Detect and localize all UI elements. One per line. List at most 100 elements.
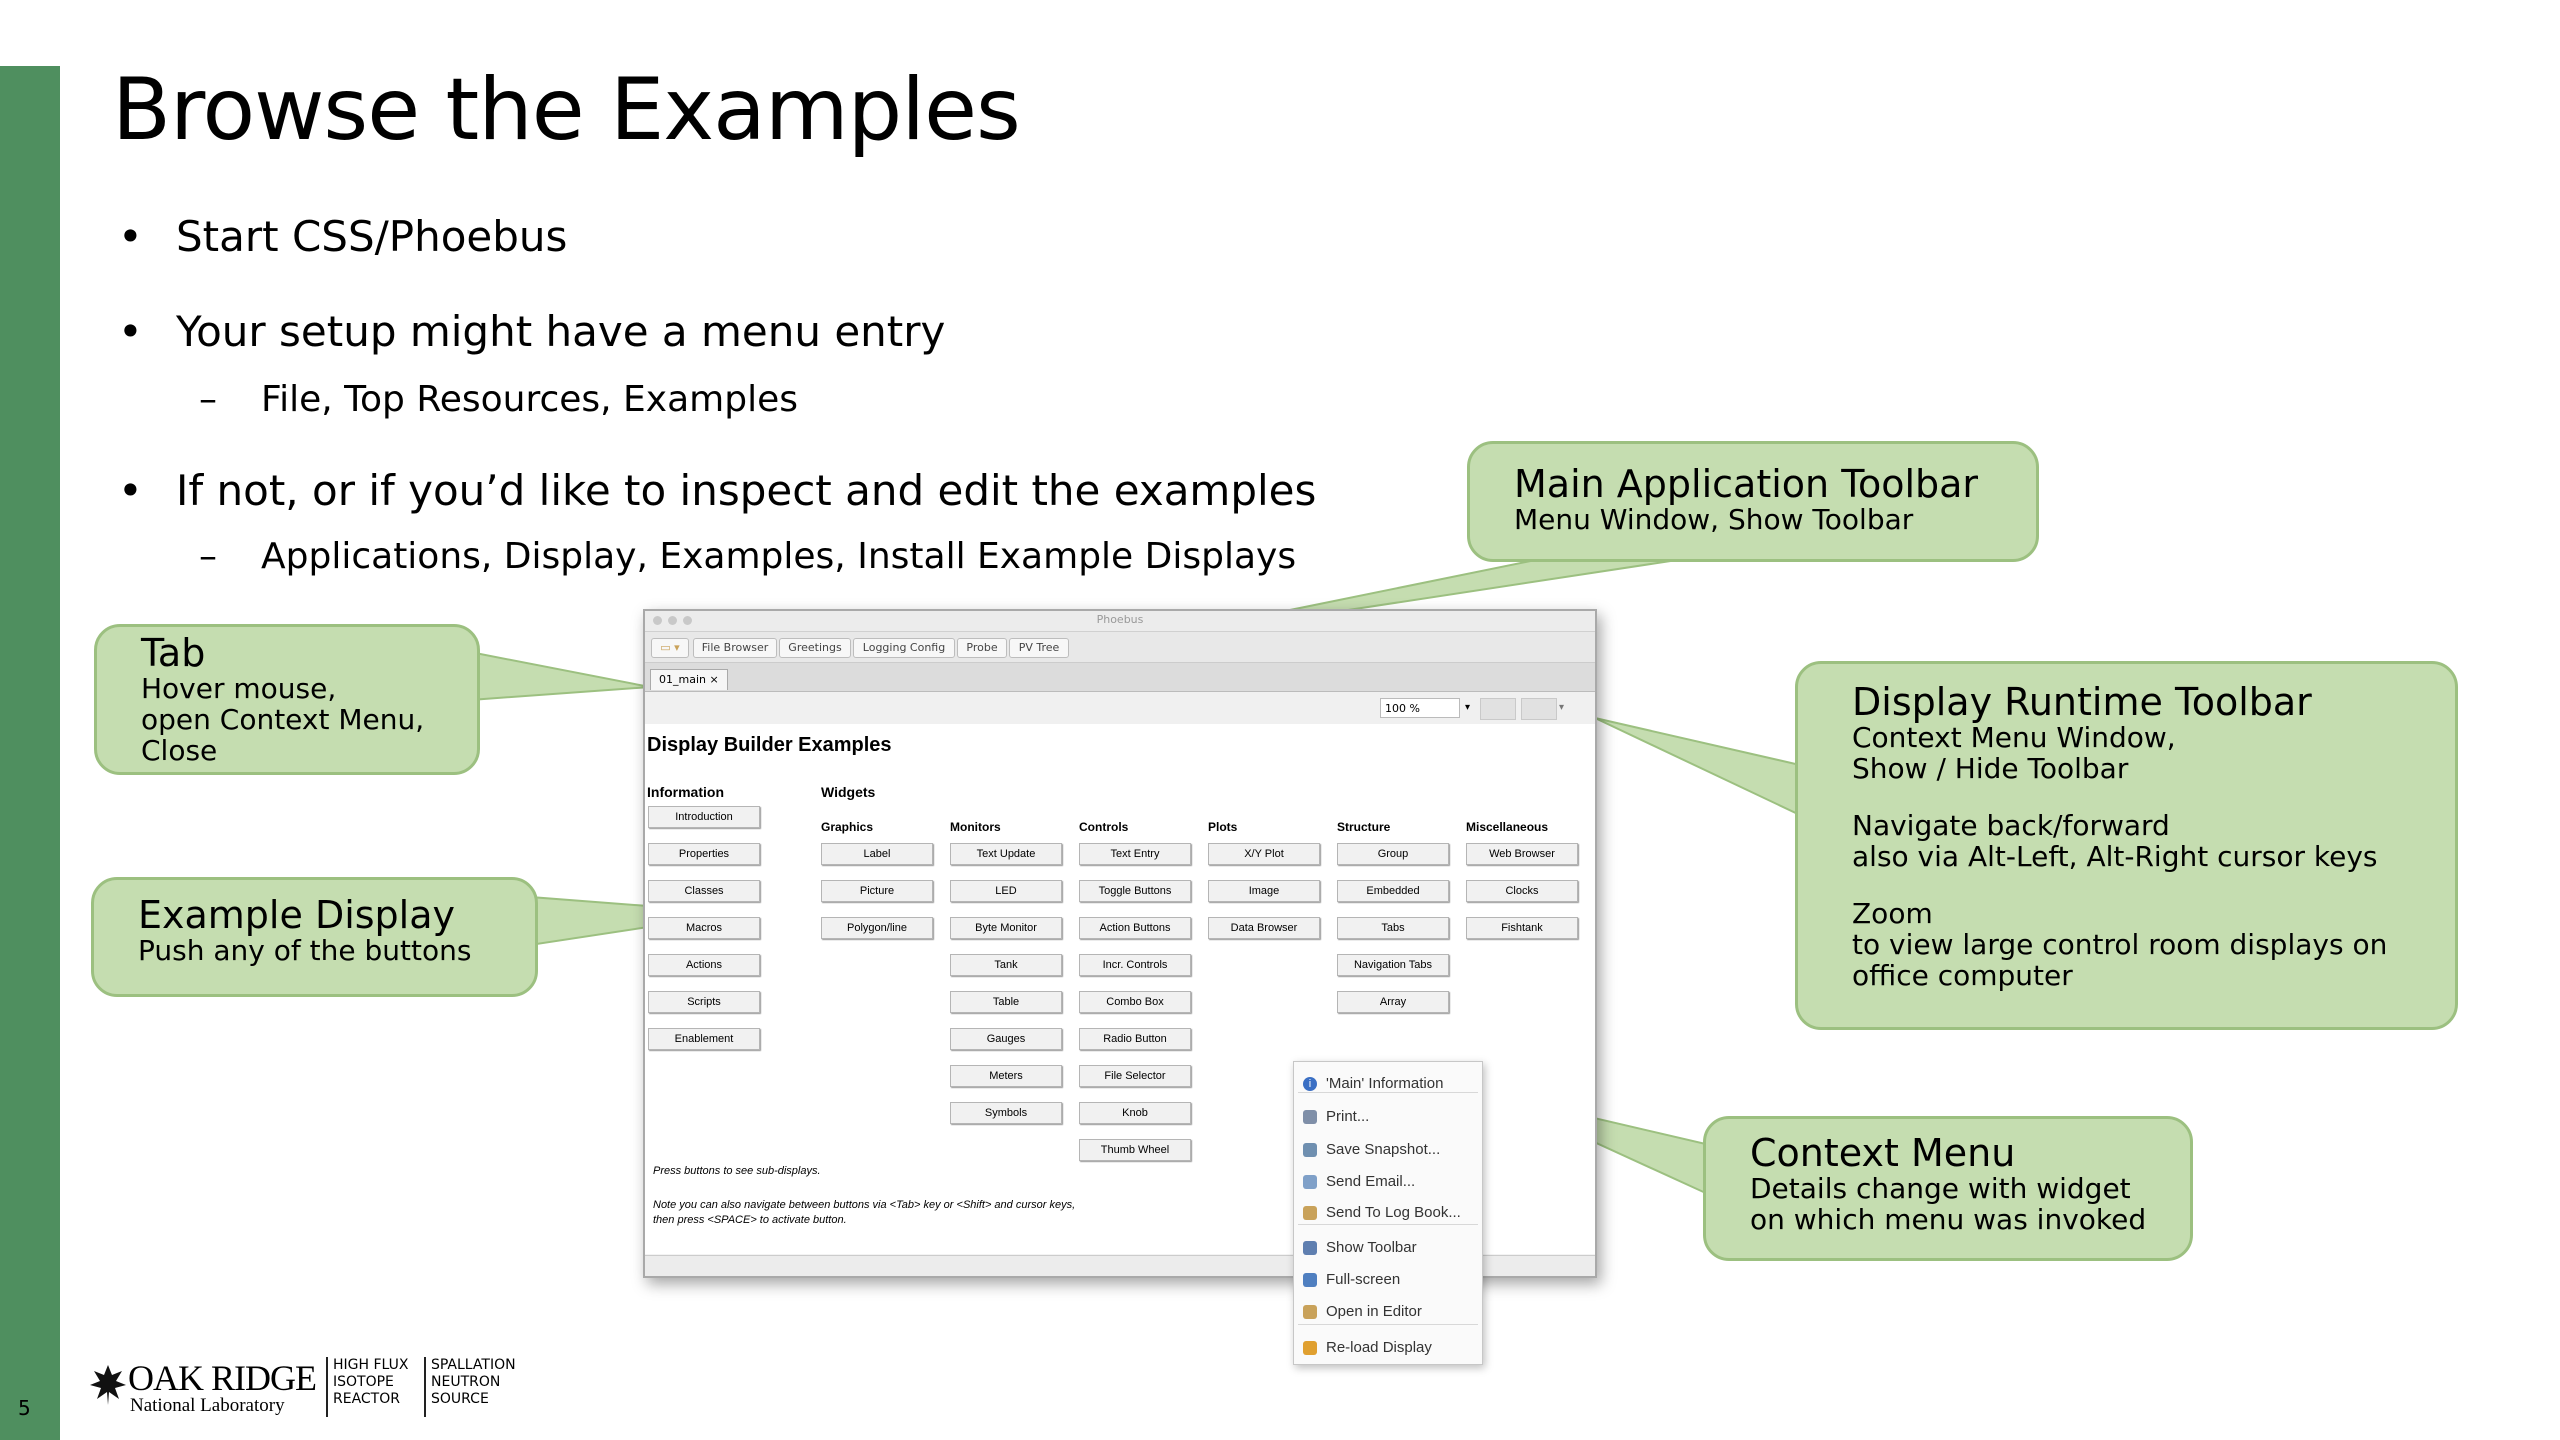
- menu-item-re-load-display[interactable]: Re-load Display: [1294, 1334, 1482, 1362]
- example-button-text-update[interactable]: Text Update: [950, 843, 1062, 865]
- callout-text: Show / Hide Toolbar: [1852, 752, 2129, 785]
- menu-item-label: Re-load Display: [1326, 1339, 1432, 1356]
- example-button-symbols[interactable]: Symbols: [950, 1102, 1062, 1124]
- menu-item-send-to-log-book[interactable]: Send To Log Book...: [1294, 1199, 1482, 1227]
- navigate-back-button[interactable]: [1480, 698, 1516, 720]
- example-button-actions[interactable]: Actions: [648, 954, 760, 976]
- callout-text: on which menu was invoked: [1750, 1203, 2147, 1236]
- example-button-scripts[interactable]: Scripts: [648, 991, 760, 1013]
- column-header-miscellaneous: Miscellaneous: [1466, 820, 1549, 834]
- logo-national-laboratory: National Laboratory: [130, 1395, 285, 1416]
- example-button-macros[interactable]: Macros: [648, 917, 760, 939]
- menu-separator: [1298, 1092, 1478, 1093]
- sub-bullet-text: File, Top Resources, Examples: [261, 379, 798, 420]
- logo-hfir: HIGH FLUX ISOTOPE REACTOR: [333, 1357, 409, 1407]
- minimize-window-icon[interactable]: [668, 616, 677, 625]
- example-button-image[interactable]: Image: [1208, 880, 1320, 902]
- example-button-enablement[interactable]: Enablement: [648, 1028, 760, 1050]
- callout-text: Zoom: [1852, 897, 1933, 930]
- example-button-led[interactable]: LED: [950, 880, 1062, 902]
- note-navigate: Note you can also navigate between butto…: [653, 1199, 1076, 1211]
- menu-item-label: Print...: [1326, 1108, 1370, 1125]
- menu-item-full-screen[interactable]: Full-screen: [1294, 1266, 1482, 1294]
- column-header-graphics: Graphics: [821, 820, 874, 834]
- history-dropdown-icon[interactable]: ▾: [1559, 702, 1565, 713]
- runtime-toolbar-pointer: [1594, 717, 1801, 817]
- example-button-meters[interactable]: Meters: [950, 1065, 1062, 1087]
- example-button-text-entry[interactable]: Text Entry: [1079, 843, 1191, 865]
- example-button-incr-controls[interactable]: Incr. Controls: [1079, 954, 1191, 976]
- maximize-window-icon[interactable]: [683, 616, 692, 625]
- tab-pointer: [469, 650, 651, 702]
- logbook-icon: [1303, 1206, 1317, 1220]
- example-button-tabs[interactable]: Tabs: [1337, 917, 1449, 939]
- example-button-combo-box[interactable]: Combo Box: [1079, 991, 1191, 1013]
- sub-dash: –: [199, 536, 217, 577]
- menu-item-send-email[interactable]: Send Email...: [1294, 1168, 1482, 1196]
- example-button-data-browser[interactable]: Data Browser: [1208, 917, 1320, 939]
- callout-title: Main Application Toolbar: [1514, 462, 1979, 506]
- window-title: Phoebus: [1096, 613, 1144, 626]
- menu-item-label: Send Email...: [1326, 1173, 1416, 1190]
- callout-runtime-toolbar: Display Runtime Toolbar Context Menu Win…: [1795, 661, 2458, 1030]
- example-button-action-buttons[interactable]: Action Buttons: [1079, 917, 1191, 939]
- toolbar-probe[interactable]: Probe: [957, 638, 1007, 658]
- sub-dash: –: [199, 379, 217, 420]
- toolbar-logging-config[interactable]: Logging Config: [853, 638, 955, 658]
- menu-item-label: Save Snapshot...: [1326, 1141, 1441, 1158]
- example-button-web-browser[interactable]: Web Browser: [1466, 843, 1578, 865]
- example-button-toggle-buttons[interactable]: Toggle Buttons: [1079, 880, 1191, 902]
- bullet-text: Start CSS/Phoebus: [176, 212, 568, 261]
- ornl-logo: OAK RIDGE National Laboratory HIGH FLUX …: [88, 1355, 548, 1425]
- example-button-gauges[interactable]: Gauges: [950, 1028, 1062, 1050]
- example-button-fishtank[interactable]: Fishtank: [1466, 917, 1578, 939]
- example-button-array[interactable]: Array: [1337, 991, 1449, 1013]
- menu-item-main-information[interactable]: i'Main' Information: [1294, 1070, 1482, 1098]
- example-button-group[interactable]: Group: [1337, 843, 1449, 865]
- example-button-tank[interactable]: Tank: [950, 954, 1062, 976]
- example-button-byte-monitor[interactable]: Byte Monitor: [950, 917, 1062, 939]
- example-button-radio-button[interactable]: Radio Button: [1079, 1028, 1191, 1050]
- zoom-select[interactable]: 100 %: [1380, 698, 1460, 718]
- tab-01-main[interactable]: 01_main ×: [650, 669, 728, 690]
- zoom-dropdown-icon[interactable]: ▾: [1465, 702, 1471, 713]
- toolbar-icon: [1303, 1241, 1317, 1255]
- toolbar-file-browser[interactable]: File Browser: [693, 638, 777, 658]
- column-header-structure: Structure: [1337, 820, 1391, 834]
- example-button-polygon-line[interactable]: Polygon/line: [821, 917, 933, 939]
- example-button-embedded[interactable]: Embedded: [1337, 880, 1449, 902]
- callout-text: Hover mouse,: [141, 672, 337, 705]
- example-button-picture[interactable]: Picture: [821, 880, 933, 902]
- toolbar-greetings[interactable]: Greetings: [779, 638, 851, 658]
- menu-item-print[interactable]: Print...: [1294, 1103, 1482, 1131]
- callout-text: Push any of the buttons: [138, 934, 472, 967]
- close-window-icon[interactable]: [653, 616, 662, 625]
- menu-item-save-snapshot[interactable]: Save Snapshot...: [1294, 1136, 1482, 1164]
- example-button-label[interactable]: Label: [821, 843, 933, 865]
- example-button-knob[interactable]: Knob: [1079, 1102, 1191, 1124]
- column-header-plots: Plots: [1208, 820, 1238, 834]
- example-button-file-selector[interactable]: File Selector: [1079, 1065, 1191, 1087]
- example-button-introduction[interactable]: Introduction: [648, 806, 760, 828]
- example-button-clocks[interactable]: Clocks: [1466, 880, 1578, 902]
- display-runtime-toolbar: 100 % ▾ ▾: [645, 692, 1595, 724]
- menu-item-show-toolbar[interactable]: Show Toolbar: [1294, 1234, 1482, 1262]
- window-titlebar: Phoebus: [645, 611, 1595, 632]
- navigate-forward-button[interactable]: [1521, 698, 1557, 720]
- example-button-x-y-plot[interactable]: X/Y Plot: [1208, 843, 1320, 865]
- example-button-navigation-tabs[interactable]: Navigation Tabs: [1337, 954, 1449, 976]
- example-button-classes[interactable]: Classes: [648, 880, 760, 902]
- callout-title: Context Menu: [1750, 1131, 2016, 1175]
- leaf-icon: [90, 1365, 126, 1405]
- callout-text: Navigate back/forward: [1852, 809, 2170, 842]
- open-menu-button[interactable]: ▭ ▾: [651, 638, 689, 658]
- toolbar-pv-tree[interactable]: PV Tree: [1009, 638, 1069, 658]
- reload-icon: [1303, 1341, 1317, 1355]
- callout-text: Context Menu Window,: [1852, 721, 2176, 754]
- example-button-thumb-wheel[interactable]: Thumb Wheel: [1079, 1139, 1191, 1161]
- example-button-table[interactable]: Table: [950, 991, 1062, 1013]
- menu-item-open-in-editor[interactable]: Open in Editor: [1294, 1298, 1482, 1326]
- example-button-properties[interactable]: Properties: [648, 843, 760, 865]
- callout-text: also via Alt-Left, Alt-Right cursor keys: [1852, 840, 2378, 873]
